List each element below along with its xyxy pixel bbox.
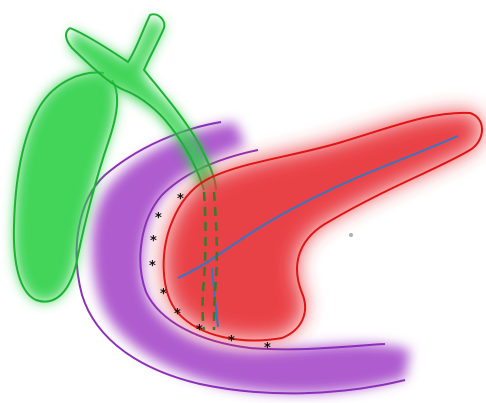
asterisk-marker: *: [174, 307, 181, 322]
asterisk-marker: *: [160, 287, 167, 302]
asterisk-marker: *: [196, 323, 203, 338]
asterisk-marker: *: [155, 211, 162, 226]
asterisk-marker: *: [177, 192, 184, 207]
asterisk-marker: *: [228, 334, 235, 349]
asterisk-marker: *: [149, 259, 156, 274]
speck: [349, 233, 353, 237]
asterisk-marker: *: [150, 234, 157, 249]
asterisk-marker: *: [264, 341, 271, 356]
